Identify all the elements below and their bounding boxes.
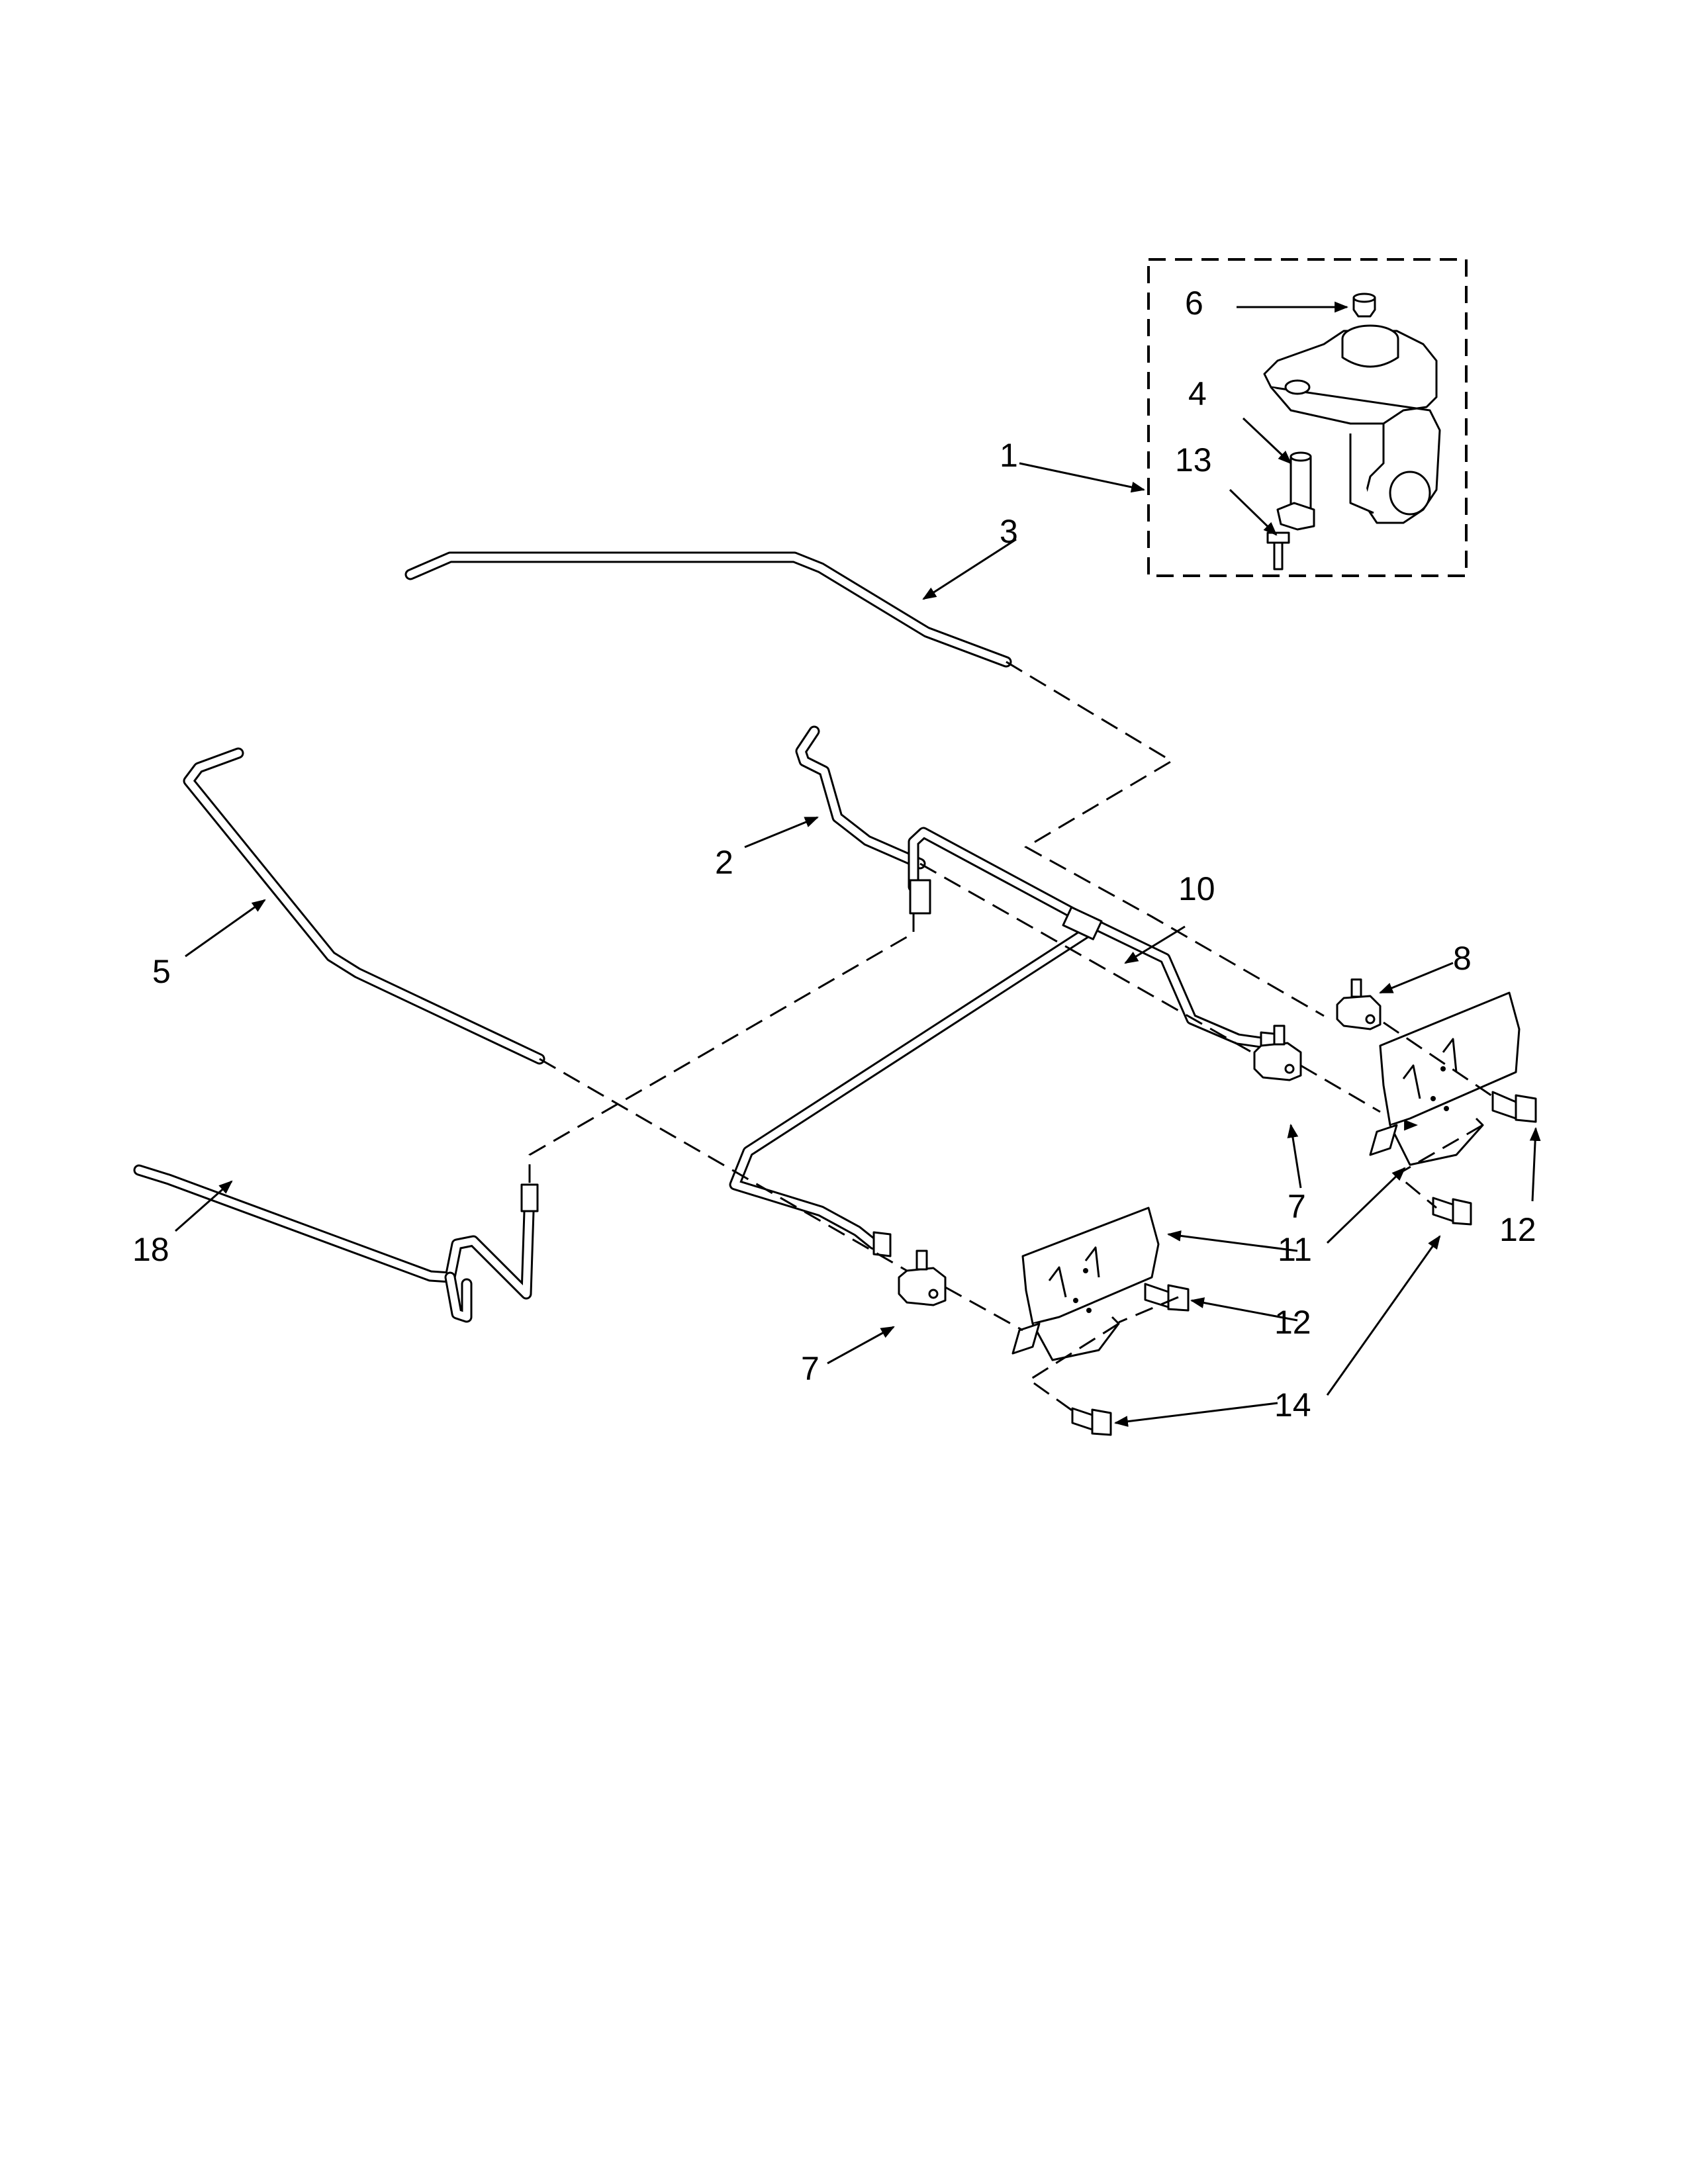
valve-8	[1336, 978, 1382, 1030]
gas-tube-5	[183, 747, 545, 1065]
callout-12-center: 12	[1274, 1304, 1311, 1341]
callout-2: 2	[715, 844, 733, 881]
callout-18: 18	[132, 1231, 169, 1268]
leader-lines	[175, 301, 1541, 1428]
gas-tube-2	[795, 725, 926, 870]
callout-14: 14	[1274, 1387, 1311, 1424]
burner-base-assembly	[1263, 324, 1441, 524]
screw-12-center	[1144, 1283, 1190, 1312]
bracket-11-upper	[1369, 991, 1521, 1166]
screw-14-bottom	[1071, 1407, 1112, 1436]
callout-1: 1	[1000, 437, 1018, 474]
bracket-11-lower	[1011, 1206, 1160, 1361]
screw-14-right	[1432, 1197, 1472, 1226]
burner-cap-nut	[1352, 293, 1376, 318]
callout-3: 3	[1000, 513, 1018, 550]
valve-7-upper	[1253, 1024, 1302, 1081]
callout-4: 4	[1188, 375, 1207, 412]
orifice-spud	[1276, 451, 1315, 531]
callout-12-right: 12	[1499, 1211, 1536, 1248]
callout-13: 13	[1175, 441, 1212, 478]
valve-7-lower	[898, 1250, 947, 1306]
screw-12-right	[1491, 1091, 1537, 1123]
manifold-tube-10	[729, 827, 1276, 1257]
assembly-lines	[528, 660, 1497, 1414]
mounting-screw	[1266, 531, 1290, 570]
callout-5: 5	[152, 953, 171, 990]
inset-box	[1147, 258, 1468, 577]
gas-tube-18	[133, 1164, 539, 1323]
callout-labels: 1 3 6 4 13 2 5 10 8 7 11 12 12 7 14 18	[132, 285, 1536, 1424]
callout-8: 8	[1453, 940, 1472, 977]
callout-11: 11	[1278, 1231, 1312, 1268]
gas-tube-3	[404, 551, 1012, 668]
callout-6: 6	[1185, 285, 1203, 322]
callout-7-upper: 7	[1288, 1188, 1306, 1225]
callout-7-lower: 7	[801, 1350, 820, 1387]
callout-10: 10	[1178, 870, 1215, 907]
